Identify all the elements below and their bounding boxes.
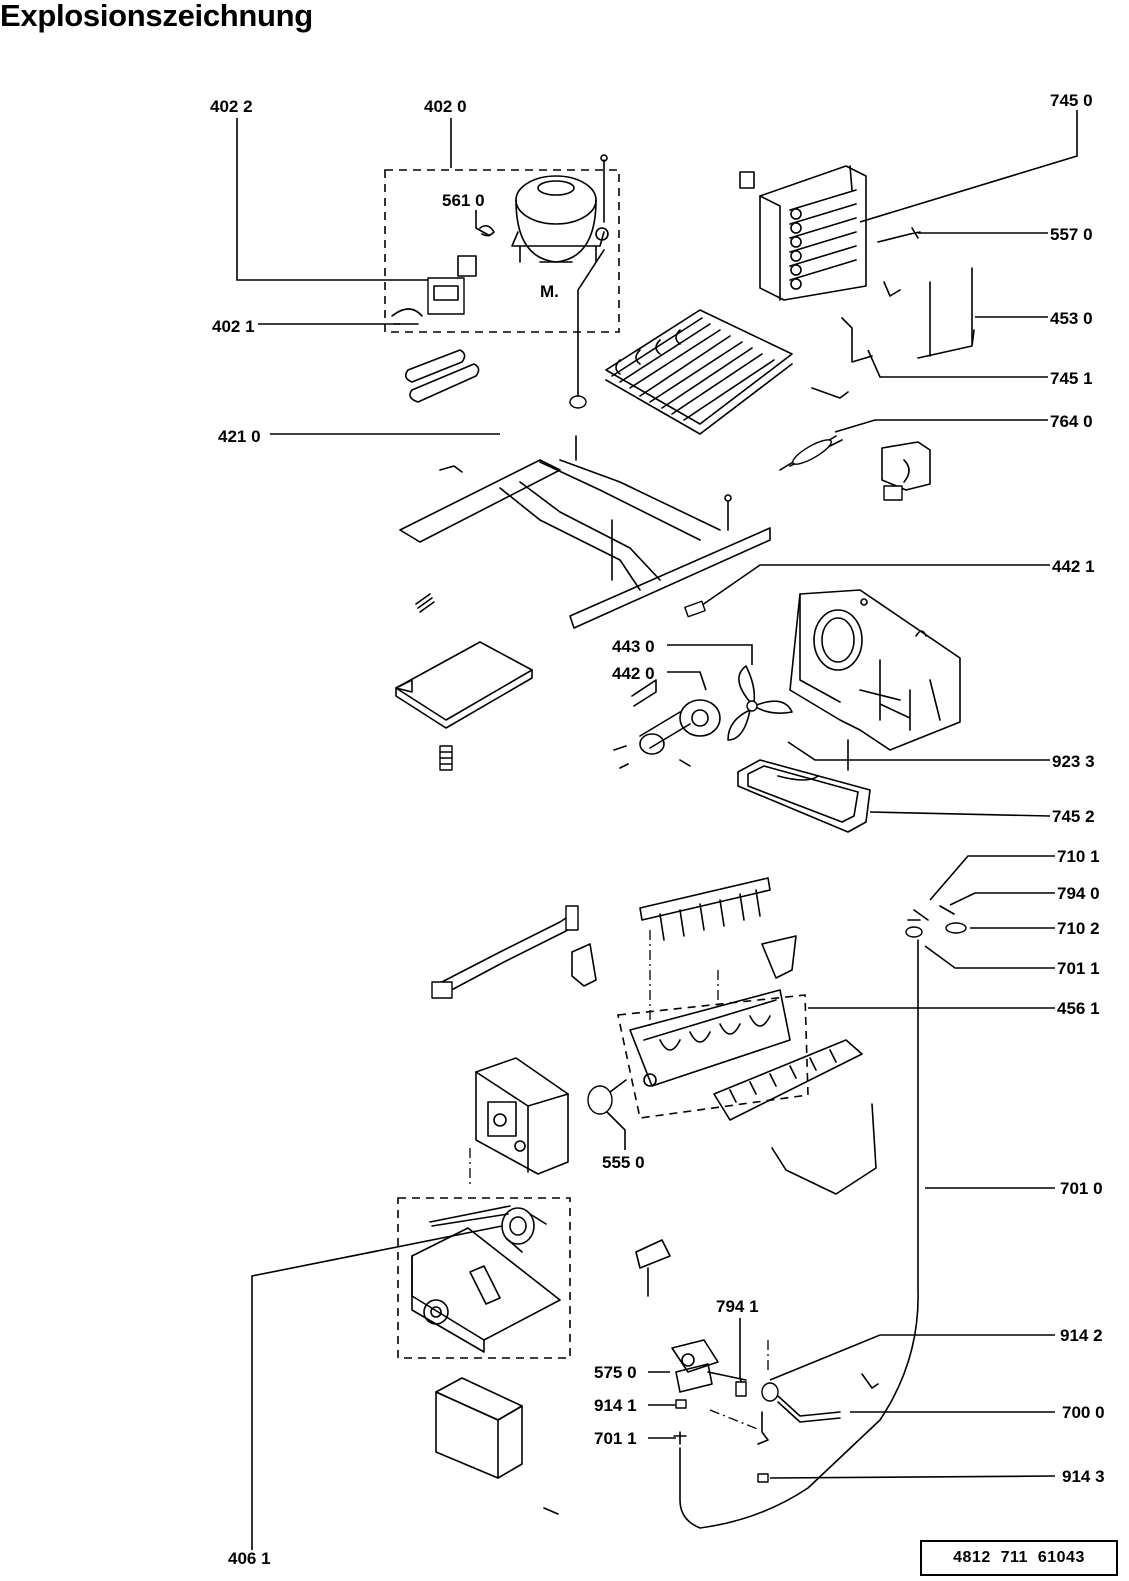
base-frame: [399, 435, 771, 629]
callout-794-0: 794 0: [1057, 884, 1100, 903]
callout-701-1-upper: 701 1: [1057, 959, 1100, 978]
callout-764-0: 764 0: [1050, 412, 1093, 431]
compressor-assembly: [391, 154, 609, 325]
fan-motor-assembly: [613, 679, 721, 769]
callout-561-0: 561 0: [442, 191, 485, 210]
callout-701-0: 701 0: [1060, 1179, 1103, 1198]
insulation-tubes: [404, 349, 480, 403]
drive-motor-406: [411, 1205, 561, 1353]
callout-923-3: 923 3: [1052, 752, 1095, 771]
callout-402-1: 402 1: [212, 317, 255, 336]
document-number-box: 4812 711 61043: [920, 1540, 1118, 1576]
sensor-557: [877, 227, 921, 243]
ice-mold: [629, 989, 791, 1087]
callout-labels: 402 2 402 0 561 0 402 1 421 0 745 0 557 …: [210, 91, 1105, 1568]
heater-rods-453: [883, 267, 975, 359]
evaporator-unit: [739, 165, 867, 301]
bracket-745-1: [811, 317, 873, 399]
compressor-tube: [569, 249, 605, 409]
document-number: 4812 711 61043: [953, 1549, 1085, 1566]
callout-710-1: 710 1: [1057, 847, 1100, 866]
callout-914-3: 914 3: [1062, 1467, 1105, 1486]
callout-443-0: 443 0: [612, 637, 655, 656]
front-cover: [435, 1377, 559, 1515]
callout-402-0: 402 0: [424, 97, 467, 116]
callout-421-0: 421 0: [218, 427, 261, 446]
leader-lines: [236, 110, 1078, 1550]
callout-406-1: 406 1: [228, 1549, 271, 1568]
callout-745-0: 745 0: [1050, 91, 1093, 110]
page-title: Explosionszeichnung: [0, 0, 313, 33]
tube-clip: [861, 1373, 879, 1389]
assembly-guides: [469, 930, 769, 1431]
callout-914-2: 914 2: [1060, 1326, 1103, 1345]
shut-off-arm: [771, 1103, 877, 1195]
fan-housing: [789, 589, 961, 771]
water-fill-tube: [679, 905, 967, 1529]
clip-442-1: [684, 600, 706, 618]
cover-plate: [395, 641, 533, 771]
callout-700-0: 700 0: [1062, 1403, 1105, 1422]
drip-tray: [737, 759, 871, 833]
callout-453-0: 453 0: [1050, 309, 1093, 328]
dryer-filter: [779, 435, 843, 471]
callout-456-1: 456 1: [1057, 999, 1100, 1018]
wire-harness: [431, 905, 579, 999]
defrost-thermostat: [881, 441, 931, 501]
callout-914-1: 914 1: [594, 1396, 637, 1415]
thermostat-555: [587, 1079, 627, 1115]
handwritten-mark: M.: [540, 282, 559, 301]
callout-710-2: 710 2: [1057, 919, 1100, 938]
fill-cup: [761, 935, 797, 979]
callout-442-1: 442 1: [1052, 557, 1095, 576]
callout-745-1: 745 1: [1050, 369, 1093, 388]
callout-442-0: 442 0: [612, 664, 655, 683]
callout-701-1-lower: 701 1: [594, 1429, 637, 1448]
callout-794-1: 794 1: [716, 1297, 759, 1316]
callout-555-0: 555 0: [602, 1153, 645, 1172]
mounting-bracket: [571, 943, 597, 987]
assembly-group-boxes: [384, 169, 809, 1359]
callout-402-2: 402 2: [210, 97, 253, 116]
ejector-rake: [639, 877, 771, 941]
callout-745-2: 745 2: [1052, 807, 1095, 826]
spring-small: [415, 593, 435, 613]
condenser-coil: [605, 309, 793, 435]
water-valve: [671, 1339, 841, 1483]
callout-575-0: 575 0: [594, 1363, 637, 1382]
control-housing: [475, 1057, 569, 1175]
fan-blade: [727, 665, 793, 741]
valve-bracket: [635, 1239, 671, 1297]
callout-557-0: 557 0: [1050, 225, 1093, 244]
ice-stripper: [713, 1039, 863, 1121]
